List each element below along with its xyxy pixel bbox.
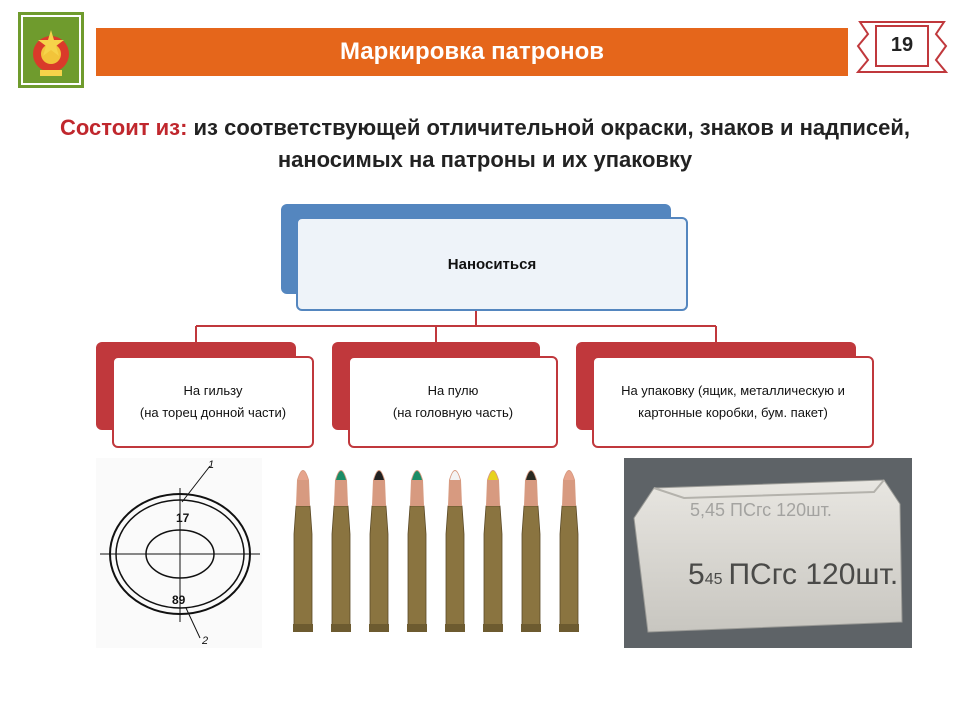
root-node: Наноситься xyxy=(296,217,688,311)
cartridge-tip xyxy=(526,471,536,480)
subtitle-text: из соответствующей отличительной окраски… xyxy=(187,115,911,172)
ring-top-mark: 17 xyxy=(176,511,190,525)
cartridge-tip xyxy=(298,471,308,480)
ring-callout-2: 2 xyxy=(201,635,208,647)
page-number-badge xyxy=(855,21,949,73)
title-bar: Маркировка патронов xyxy=(96,28,848,76)
child-node-casing: На гильзу (на торец донной части) xyxy=(112,356,314,448)
child-package-line1: На упаковку (ящик, металлическую и xyxy=(621,383,845,398)
child-node-package: На упаковку (ящик, металлическую и картон… xyxy=(592,356,874,448)
cartridge-tip xyxy=(412,471,422,480)
package-text-top: 5,45 ПСгс 120шт. xyxy=(690,500,832,520)
child-casing-line2: (на торец донной части) xyxy=(139,405,287,420)
cartridge xyxy=(445,470,465,632)
child-package-line2: картонные коробки, бум. пакет) xyxy=(638,405,828,420)
cartridge xyxy=(331,470,351,632)
ring-callout-1: 1 xyxy=(208,459,214,471)
package-main-prefix: 5 xyxy=(688,558,705,591)
cartridge-tip xyxy=(374,471,384,480)
cartridge-tip xyxy=(564,471,574,480)
child-bullet-line1: На пулю xyxy=(427,383,479,398)
child-node-bullet: На пулю (на головную часть) xyxy=(348,356,558,448)
cartridge xyxy=(293,470,313,632)
page-title: Маркировка патронов xyxy=(340,38,604,65)
package-main-rest: ПСгс 120шт. xyxy=(728,558,898,591)
cartridge xyxy=(559,470,579,632)
page-number: 19 xyxy=(890,34,914,56)
cartridge xyxy=(369,470,389,632)
cartridges-photo xyxy=(293,470,579,632)
subtitle-lead: Состоит из: xyxy=(60,115,188,140)
emblem-logo xyxy=(18,12,84,88)
cartridge xyxy=(483,470,503,632)
package-photo: 5,45 ПСгс 120шт. 545 ПСгс 120шт. xyxy=(624,458,912,648)
subtitle: Состоит из: из соответствующей отличител… xyxy=(60,112,910,176)
cartridge xyxy=(521,470,541,632)
package-main-sub: 45 xyxy=(705,571,723,588)
child-casing-line1: На гильзу xyxy=(183,383,243,398)
cartridge xyxy=(407,470,427,632)
cartridge-tip xyxy=(450,471,460,480)
root-node-label: Наноситься xyxy=(447,255,537,273)
child-bullet-line2: (на головную часть) xyxy=(392,405,514,420)
cartridge-tip xyxy=(336,471,346,480)
cartridge-tip xyxy=(488,471,498,480)
ring-bottom-mark: 89 xyxy=(172,593,186,607)
casing-marking-diagram: 17 89 1 2 xyxy=(96,458,262,648)
